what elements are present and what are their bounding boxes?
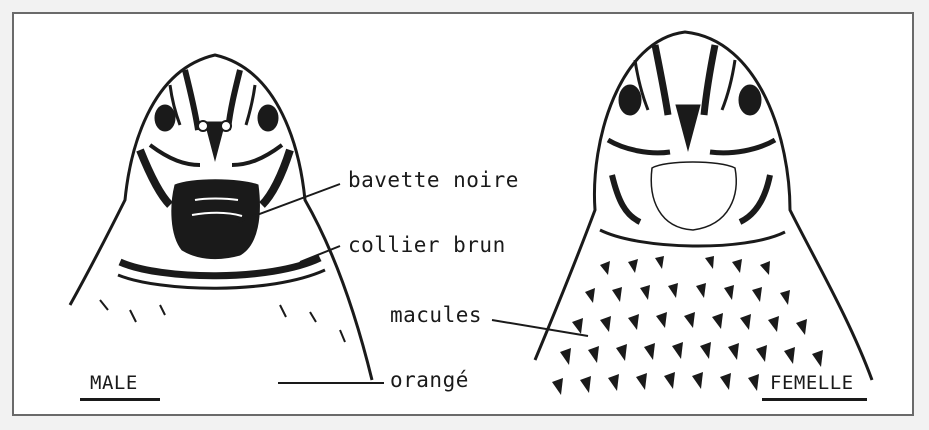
male-bird-head: [70, 55, 372, 380]
label-macules: macules: [390, 303, 482, 327]
label-collier-brun: collier brun: [348, 233, 506, 257]
leader-lines: [238, 184, 588, 383]
label-femelle: FEMELLE: [770, 372, 854, 394]
label-orange: orangé: [390, 368, 469, 392]
female-bird-head: [535, 32, 872, 395]
label-male: MALE: [90, 372, 138, 394]
label-bavette-noire: bavette noire: [348, 168, 519, 192]
male-underline: [80, 398, 160, 401]
femelle-underline: [762, 398, 867, 401]
